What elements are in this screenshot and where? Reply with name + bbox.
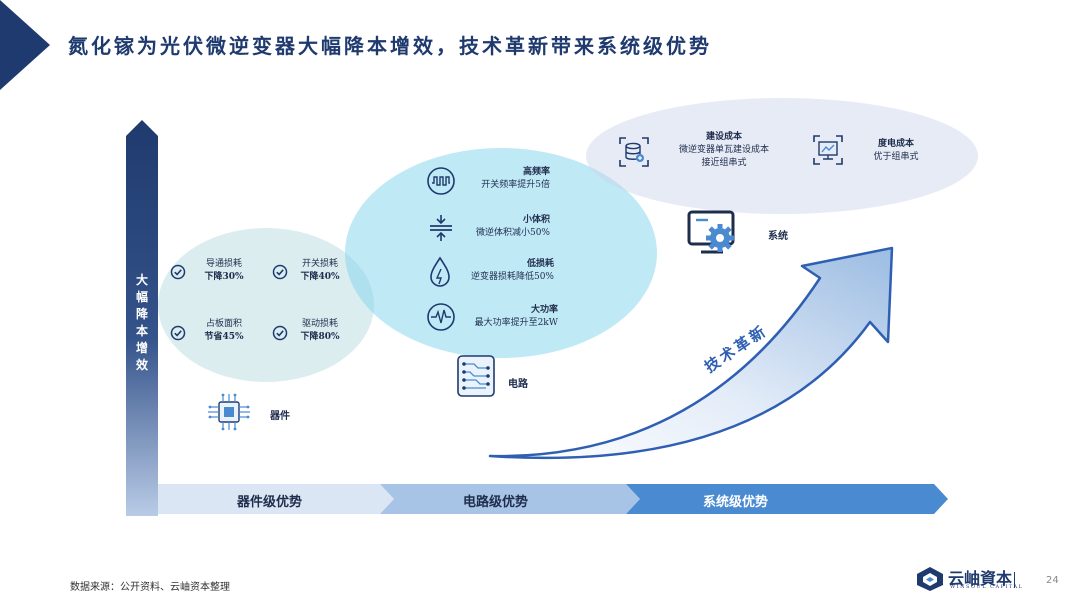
- system-benefits-bubble: [586, 98, 978, 214]
- vertical-axis-label: 大幅降本增效: [135, 273, 148, 372]
- device-benefit-switching: 开关损耗下降40%: [300, 259, 340, 282]
- circuit-benefits-bubble: [345, 148, 657, 358]
- circuit-label: 电路: [508, 379, 528, 390]
- device-benefit-driving: 驱动损耗下降80%: [300, 319, 340, 342]
- system-label: 系统: [768, 231, 788, 242]
- stage-segment-system: [626, 484, 948, 514]
- stage-label-circuit: 电路级优势: [463, 495, 529, 510]
- circuit-board-icon: [457, 355, 495, 397]
- energy-drop-icon: [430, 256, 450, 287]
- pulse-icon: [427, 303, 455, 331]
- frequency-wave-icon: [427, 167, 455, 195]
- chart-monitor-icon: [813, 135, 843, 165]
- device-benefits-bubble: [158, 228, 374, 382]
- logo-name: 云岫資本: [948, 569, 1013, 588]
- compress-icon: [430, 215, 452, 241]
- stage-label-device: 器件级优势: [237, 495, 303, 510]
- logo-subtitle: WINSOUL CAPITAL: [950, 584, 1024, 590]
- database-cost-icon: [619, 137, 649, 167]
- corner-triangle-decoration: [0, 0, 50, 90]
- checkmark-circle-icon: [170, 264, 186, 280]
- checkmark-circle-icon: [272, 325, 288, 341]
- page-title: 氮化镓为光伏微逆变器大幅降本增效，技术革新带来系统级优势: [68, 34, 712, 58]
- stage-segment-circuit: [380, 484, 640, 514]
- circuit-feature-high-power: 大功率最大功率提升至2kW: [474, 305, 558, 328]
- logo-separator: [1014, 572, 1015, 588]
- vertical-axis-arrow: [126, 120, 158, 516]
- tech-innovation-arrow: [488, 246, 894, 460]
- circuit-feature-low-loss: 低损耗逆变器损耗降低50%: [470, 259, 554, 282]
- stage-segment-device: [158, 484, 394, 514]
- circuit-feature-small-volume: 小体积微逆体积减小50%: [475, 215, 550, 238]
- system-feature-construction-cost: 建设成本 微逆变器单瓦建设成本 接近组串式: [678, 132, 769, 168]
- device-benefit-conduction: 导通损耗下降30%: [204, 259, 244, 282]
- logo-mark-icon: [917, 567, 943, 591]
- device-benefit-board-area: 占板面积节省45%: [204, 319, 244, 342]
- circuit-feature-high-frequency: 高频率开关频率提升5倍: [481, 167, 550, 190]
- system-feature-lcoe: 度电成本 优于组串式: [873, 139, 919, 162]
- checkmark-circle-icon: [272, 264, 288, 280]
- stage-bar: [158, 484, 948, 514]
- device-label: 器件: [270, 411, 290, 422]
- data-source-footnote: 数据来源：公开资料、云岫资本整理: [70, 582, 230, 593]
- system-gear-monitor-icon: [687, 210, 735, 254]
- page-number: 24: [1046, 575, 1059, 586]
- checkmark-circle-icon: [170, 325, 186, 341]
- chip-icon: [208, 393, 250, 431]
- stage-label-system: 系统级优势: [703, 495, 769, 510]
